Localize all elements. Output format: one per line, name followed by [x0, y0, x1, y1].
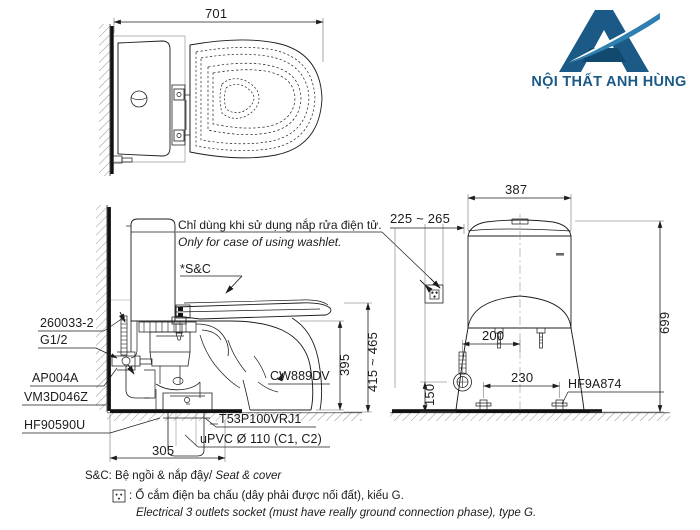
legend-line-seat-cover: S&C: Bệ ngồi & nắp đậy/ Seat & cover [85, 470, 282, 483]
dim-699: 699 [657, 311, 672, 334]
front-elevation-group [390, 194, 670, 421]
brand-logo: NỘI THẤT ANH HÙNG [525, 8, 693, 100]
label-hf9a874: HF9A874 [568, 377, 622, 391]
side-elevation-group [22, 205, 441, 462]
legend-line-seat-cover-vn: S&C: Bệ ngồi & nắp đậy/ [85, 470, 216, 482]
dim-387: 387 [505, 182, 528, 197]
plan-view-group [99, 18, 324, 176]
anh-hung-monogram-icon [559, 10, 660, 72]
dim-230: 230 [511, 370, 534, 385]
legend-line-socket-en: Electrical 3 outlets socket (must have r… [136, 507, 537, 519]
dim-305: 305 [152, 443, 175, 458]
legend-socket-symbol-group [112, 489, 126, 503]
washlet-note-vn: Chỉ dùng khi sử dụng nắp rửa điện tử. [178, 218, 382, 232]
brand-name: NỘI THẤT ANH HÙNG [531, 74, 687, 90]
washlet-note-en: Only for case of using washlet. [178, 235, 342, 249]
seat-cover-ref-label: *S&C [180, 262, 211, 276]
label-g12: G1/2 [40, 333, 68, 347]
label-cw889dv: CW889DV [270, 369, 330, 383]
label-vm3d046z: VM3D046Z [24, 390, 89, 404]
dim-415-465: 415 ~ 465 [365, 332, 380, 392]
label-t53p100vrj1: T53P100VRJ1 [219, 412, 302, 426]
dim-200: 200 [482, 328, 505, 343]
dim-150: 150 [422, 383, 437, 406]
dim-depth-701: 701 [205, 6, 228, 21]
dim-395: 395 [337, 353, 352, 376]
label-hf90590u: HF90590U [24, 418, 86, 432]
dim-225-265: 225 ~ 265 [390, 211, 450, 226]
legend-line-seat-cover-en: Seat & cover [215, 470, 282, 482]
legend-line-socket-vn: : Ổ cắm điện ba chấu (dây phải được nối … [129, 490, 404, 502]
label-ap004a: AP004A [32, 371, 79, 385]
label-upvc: uPVC Ø 110 (C1, C2) [200, 432, 322, 446]
label-260033-2: 260033-2 [40, 316, 94, 330]
